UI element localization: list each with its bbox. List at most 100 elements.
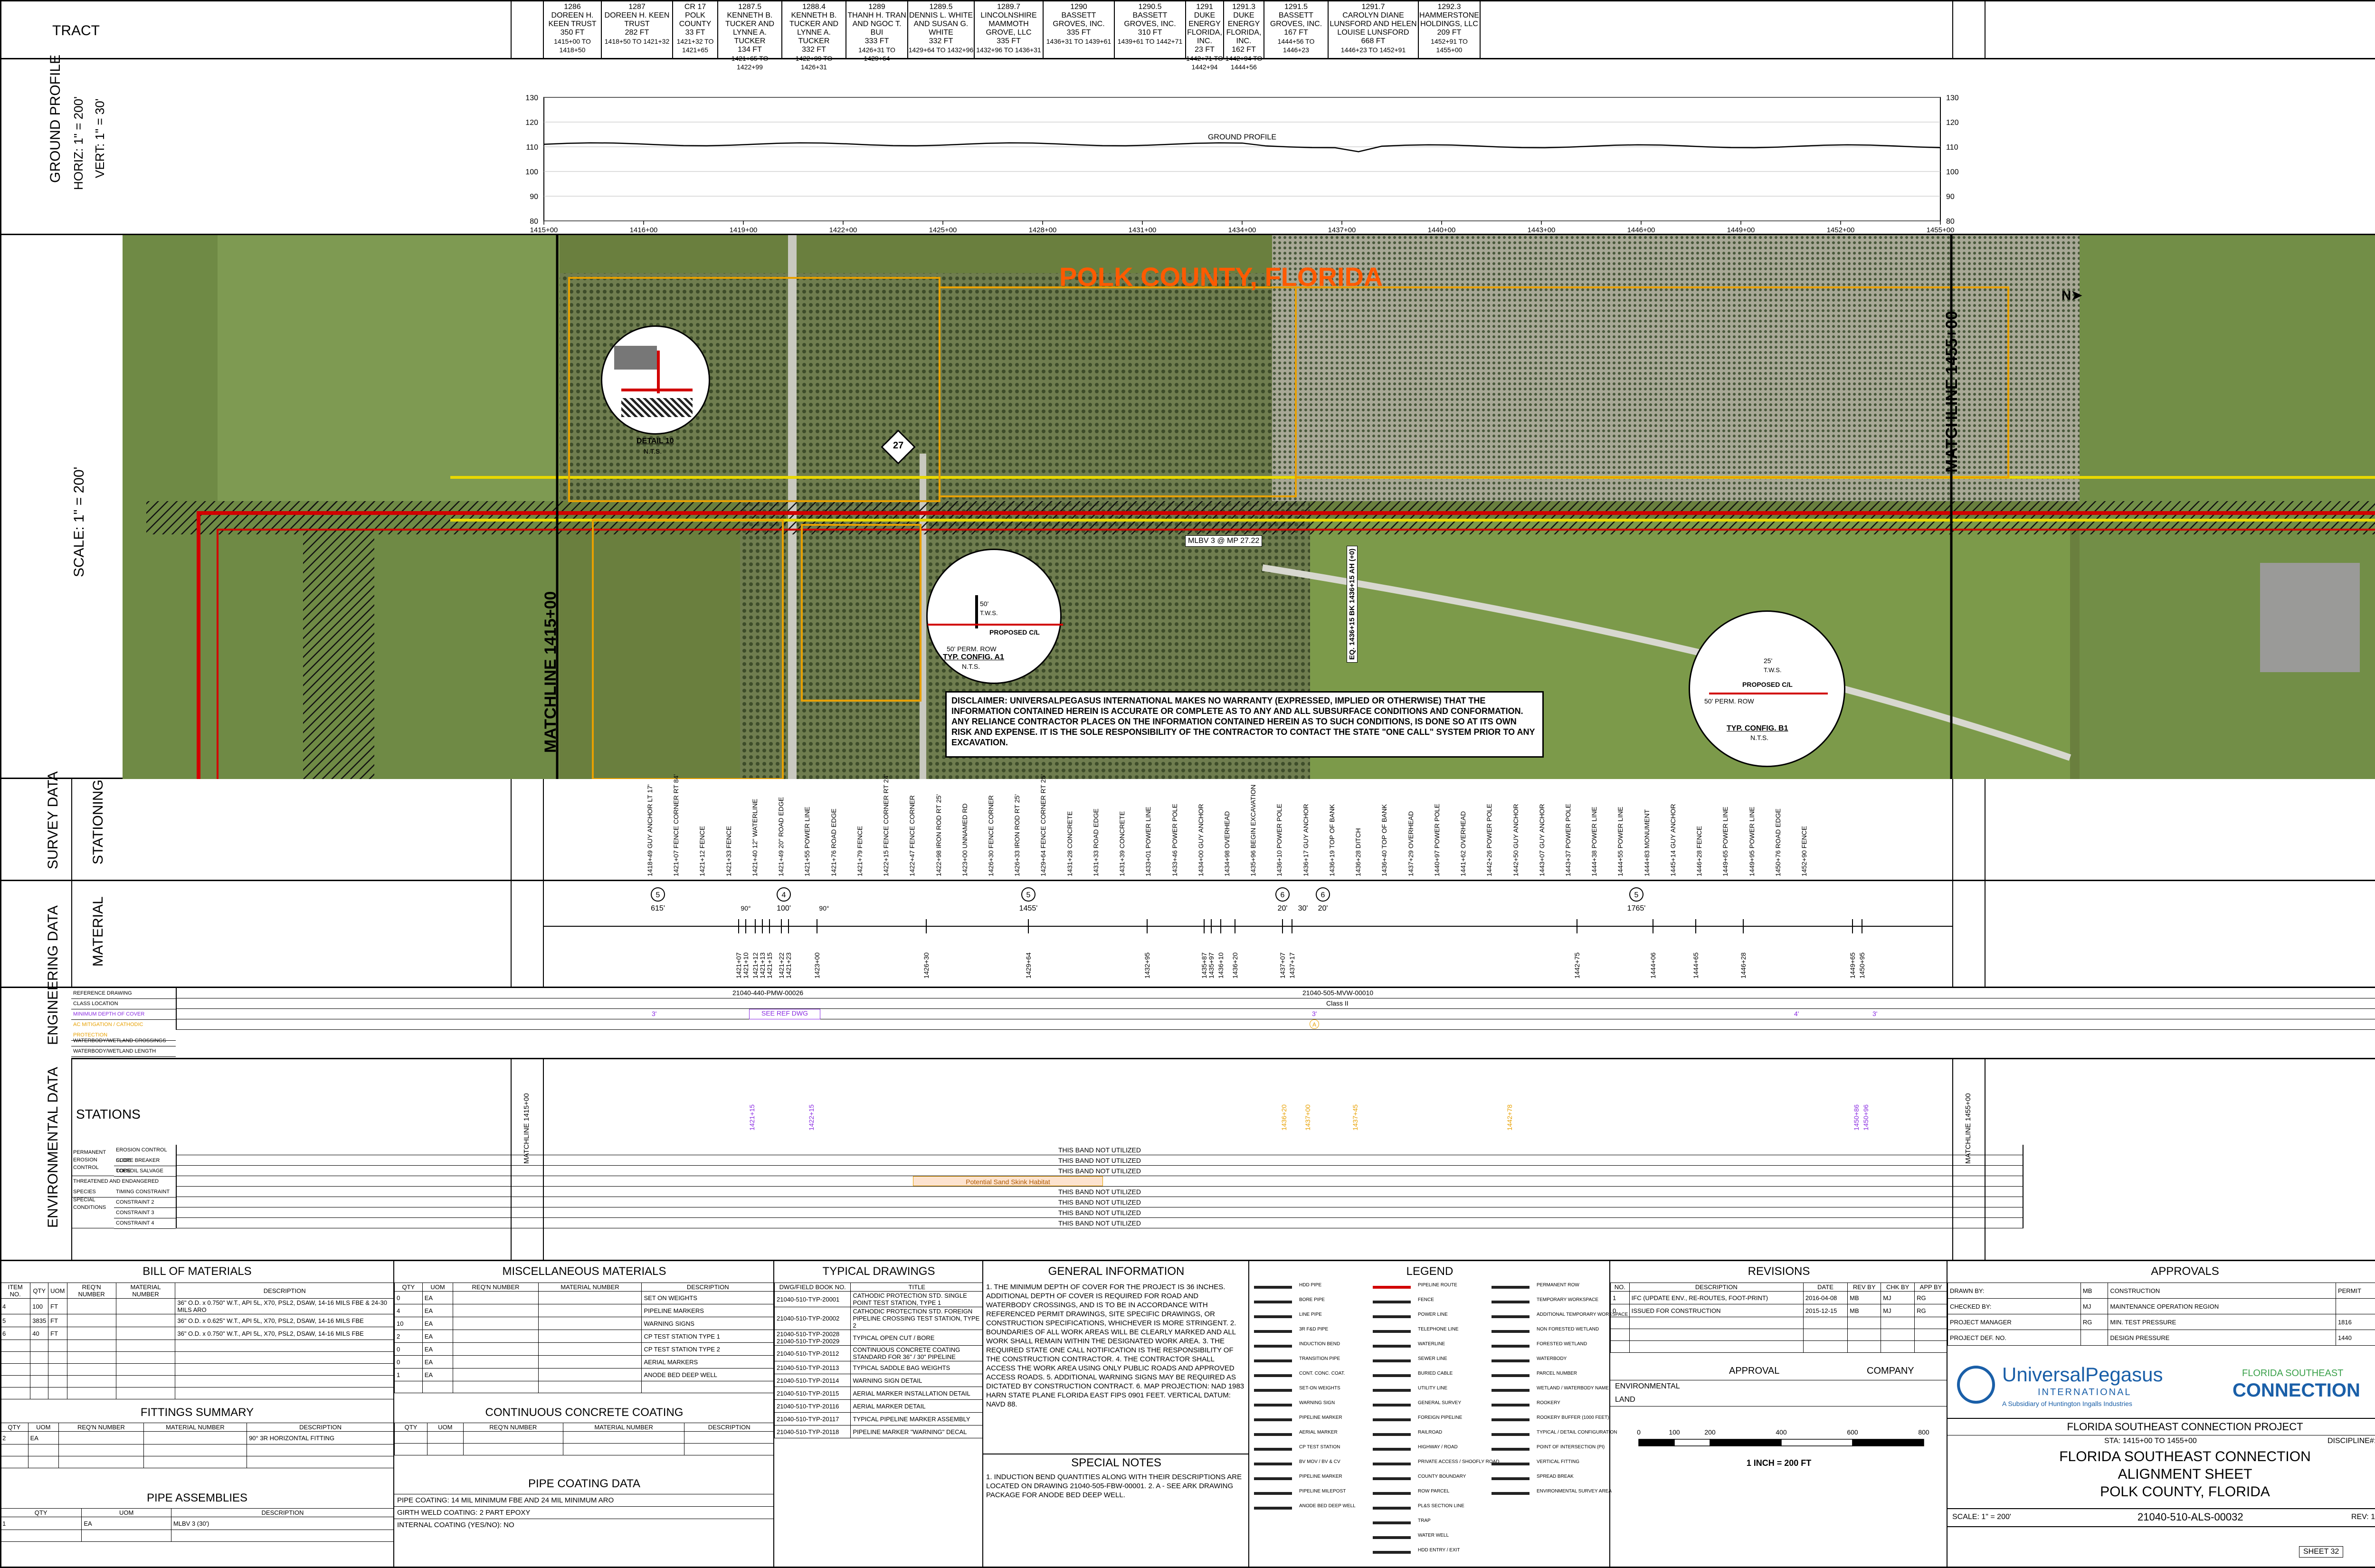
legend-symbol xyxy=(1492,1345,1530,1348)
legend-symbol xyxy=(1373,1359,1411,1362)
profile-y-tick: 120 xyxy=(525,119,538,127)
station-entry: 1435+96 BEGIN EXCAVATION xyxy=(1249,784,1257,876)
table-header: QTY xyxy=(394,1423,428,1432)
coating-rows: PIPE COATING: 14 MIL MINIMUM FBE AND 24 … xyxy=(394,1494,774,1531)
legend-symbol xyxy=(1373,1345,1411,1348)
scale-segment xyxy=(1674,1439,1710,1446)
table-header: REQ'N NUMBER xyxy=(58,1423,144,1432)
table-cell: CP TEST STATION TYPE 2 xyxy=(641,1342,774,1356)
table-cell: 21040-510-TYP-20001 xyxy=(774,1291,851,1307)
table-header: QTY xyxy=(394,1283,423,1292)
stations-label: STATIONS xyxy=(76,1107,141,1121)
profile-y-tick: 110 xyxy=(526,143,538,152)
engineering-bands: REFERENCE DRAWING CLASS LOCATION MINIMUM… xyxy=(71,988,2375,1059)
table-header: DESCRIPTION xyxy=(175,1283,394,1299)
table-header: DATE xyxy=(1803,1283,1848,1292)
table-cell xyxy=(453,1291,539,1304)
profile-x-tick: 1416+00 xyxy=(630,226,658,234)
table-cell: 21040-510-TYP-20116 xyxy=(774,1399,851,1413)
tract-name: LINCOLNSHIRE MAMMOTH GROVE, LLC xyxy=(980,11,1037,37)
approval-cell: PERMIT xyxy=(2335,1283,2375,1299)
depth-d: 3' xyxy=(1872,1010,1878,1017)
material-callout-length: 20' xyxy=(1278,904,1288,912)
tract-name: KENNETH B. TUCKER AND LYNNE A. TUCKER xyxy=(789,11,839,45)
horiz-scale-label: HORIZ: 1" = 200' xyxy=(71,96,86,190)
legend-label: ROOKERY xyxy=(1537,1400,1560,1406)
table-cell: 90° 3R HORIZONTAL FITTING xyxy=(247,1431,394,1444)
table-cell xyxy=(453,1368,539,1381)
coating-row: INTERNAL COATING (YES/NO): NO xyxy=(394,1519,774,1531)
scale-tick: 200 xyxy=(1704,1428,1716,1436)
approval-cell: RG xyxy=(2080,1314,2109,1330)
station-entry: 1449+65 POWER LINE xyxy=(1721,807,1729,876)
table-cell: 21040-510-TYP-20114 xyxy=(774,1374,851,1387)
legend-symbol xyxy=(1492,1389,1530,1392)
typ-config-b1-title: TYP. CONFIG. B1 xyxy=(1727,724,1788,732)
legend-symbol xyxy=(1254,1463,1292,1465)
map-section: SCALE: 1" = 200' xyxy=(0,235,2375,779)
tract-name: DUKE ENERGY FLORIDA, INC. xyxy=(1187,11,1222,45)
material-callout-length: 20' xyxy=(1318,904,1328,912)
table-header: UOM xyxy=(28,1423,59,1432)
scale-tick: 400 xyxy=(1776,1428,1787,1436)
legend-label: INDUCTION BEND xyxy=(1299,1341,1340,1347)
tract-len: 668 FT xyxy=(1361,37,1386,45)
legend-symbol xyxy=(1373,1315,1411,1318)
material-callout-circle xyxy=(1629,887,1644,902)
material-callout-number: 4 xyxy=(782,891,786,899)
tract-sta: 1426+31 TO 1429+64 xyxy=(858,46,895,62)
tract-sta: 1429+64 TO 1432+96 xyxy=(908,46,974,54)
tract-sta: 1439+61 TO 1442+71 xyxy=(1117,38,1183,45)
legend-label: SET-ON WEIGHTS xyxy=(1299,1386,1340,1391)
table-cell: SET ON WEIGHTS xyxy=(641,1291,774,1304)
approval-cell: PROJECT MANAGER xyxy=(1948,1314,2081,1330)
legend-label: PIPELINE ROUTE xyxy=(1418,1283,1457,1288)
tract-name: KENNETH B. TUCKER AND LYNNE A. TUCKER xyxy=(725,11,775,45)
profile-x-tick: 1434+00 xyxy=(1228,226,1256,234)
station-entry: 1421+55 POWER LINE xyxy=(803,807,811,876)
profile-x-tick: 1437+00 xyxy=(1328,226,1356,234)
env-station: 1437+00 xyxy=(1304,1104,1311,1131)
equation-label: EQ. 1436+15 BK 1436+15 AH (+0) xyxy=(1347,545,1358,663)
table-header: MATERIAL NUMBER xyxy=(115,1283,176,1299)
env-band-row: THIS BAND NOT UTILIZED xyxy=(177,1207,2023,1218)
tract-id: 1292.3 xyxy=(1437,3,1461,11)
tract-sta: 1421+32 TO 1421+65 xyxy=(676,38,714,54)
legend-symbol xyxy=(1373,1448,1411,1451)
tract-len: 350 FT xyxy=(560,29,585,37)
approvals-table: DRAWN BY:MBCONSTRUCTIONPERMITNO.CHECKED … xyxy=(1948,1283,2375,1346)
legend-label: PARCEL NUMBER xyxy=(1537,1371,1577,1376)
ref-left: 21040-440-PMW-00026 xyxy=(732,989,804,997)
profile-x-tick: 1419+00 xyxy=(730,226,758,234)
tract-sta: 1442+71 TO 1442+94 xyxy=(1186,55,1223,71)
profile-x-tick: 1446+00 xyxy=(1627,226,1655,234)
not-utilized-text: THIS BAND NOT UTILIZED xyxy=(1058,1146,1141,1154)
material-callout-number: 6 xyxy=(1281,891,1285,899)
legend-label: VERTICAL FITTING xyxy=(1537,1459,1580,1464)
tract-len: 332 FT xyxy=(802,46,826,54)
material-point: 1437+17 xyxy=(1288,952,1296,979)
legend-label: UTILITY LINE xyxy=(1418,1386,1448,1391)
tract-sta: 1452+91 TO 1455+00 xyxy=(1431,38,1468,54)
station-entry: 1421+76 ROAD EDGE xyxy=(829,808,837,876)
station-entry: 1421+79 FENCE xyxy=(855,826,864,876)
legend-symbol xyxy=(1254,1418,1292,1421)
scale-tick: 800 xyxy=(1918,1428,1929,1436)
legend-symbol xyxy=(1492,1315,1530,1318)
detail-10-nts: N.T.S. xyxy=(644,447,662,455)
perm-erosion-label: PERMANENT EROSION CONTROL xyxy=(71,1145,114,1176)
table-cell: EA xyxy=(28,1431,59,1444)
station-entry: 1418+49 GUY ANCHOR LT 17' xyxy=(646,784,654,876)
